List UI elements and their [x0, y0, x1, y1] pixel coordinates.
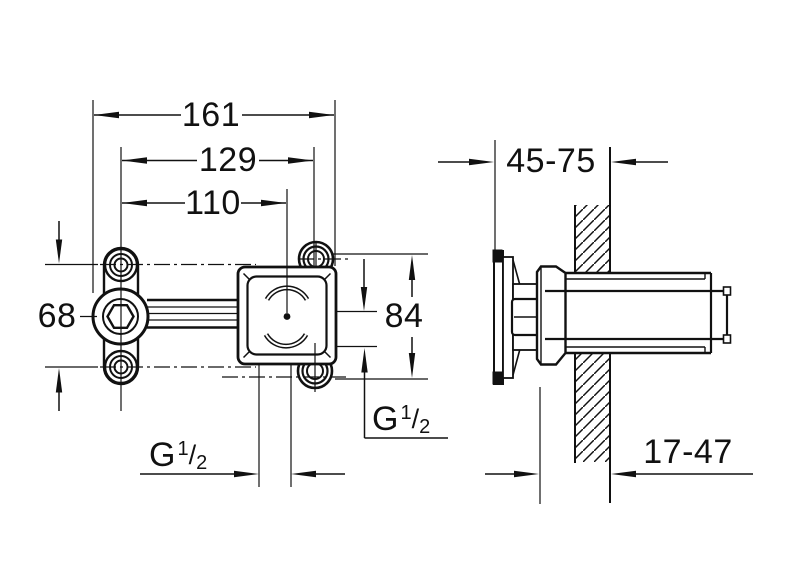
side-step-bottom — [512, 333, 538, 351]
thread-letter: G — [372, 400, 399, 438]
center-lines — [80, 258, 348, 378]
side-spout-tube — [545, 286, 732, 344]
side-view — [492, 147, 732, 503]
wall-section — [574, 147, 611, 503]
dim-g-half-side — [360, 259, 448, 439]
dim-label-17-47: 17-47 — [643, 433, 733, 471]
dim-label-84: 84 — [384, 297, 424, 335]
thread-letter: G — [149, 436, 176, 474]
dim-g-half-bottom — [140, 470, 345, 478]
side-screw-bottom — [492, 371, 503, 385]
side-screw-top — [492, 249, 503, 263]
dimension-lines — [45, 100, 753, 504]
side-sleeve — [565, 271, 713, 355]
spout-pipe — [147, 298, 239, 329]
dim-label-161: 161 — [181, 96, 241, 134]
dim-label-68: 68 — [37, 297, 77, 335]
dim-129 — [122, 157, 313, 164]
dim-label-45-75: 45-75 — [506, 142, 596, 180]
dim-label-129: 129 — [198, 141, 258, 179]
dim-161 — [94, 111, 334, 119]
dim-68 — [55, 221, 63, 411]
dim-45-75 — [438, 158, 668, 166]
dim-17-47 — [485, 470, 753, 478]
dim-84 — [408, 255, 416, 378]
dim-label-110: 110 — [185, 184, 241, 222]
hub-hex-socket — [106, 304, 135, 329]
side-step-top — [512, 283, 538, 301]
dim-110 — [122, 199, 286, 207]
side-bracket-plate — [493, 250, 504, 385]
